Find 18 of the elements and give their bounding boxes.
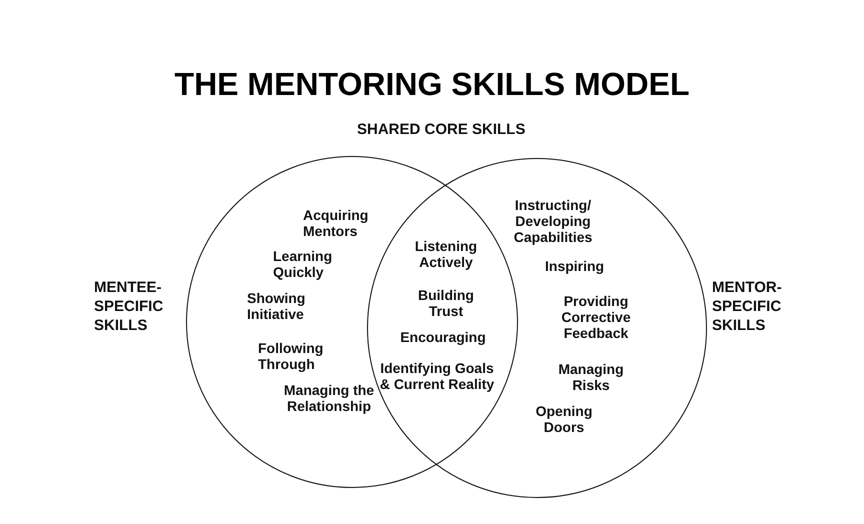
skill-text: Identifying Goals & Current Reality xyxy=(378,360,496,392)
section-heading: SHARED CORE SKILLS xyxy=(357,122,526,138)
skill-text: Inspiring xyxy=(545,258,606,274)
skill-text: Following Through xyxy=(258,340,324,372)
skill-text: Managing the Relationship xyxy=(282,382,376,414)
skill-text: Providing Corrective Feedback xyxy=(560,293,632,341)
skill-text: Opening Doors xyxy=(534,403,594,435)
skill-text: Learning Quickly xyxy=(273,248,334,280)
skill-text: Acquiring Mentors xyxy=(303,207,370,239)
skill-text: Showing Initiative xyxy=(247,290,306,322)
skill-text: Instructing/ Developing Capabilities xyxy=(512,197,594,245)
skill-text: Building Trust xyxy=(417,287,475,319)
diagram-title: THE MENTORING SKILLS MODEL xyxy=(174,66,690,103)
skill-text: Listening Actively xyxy=(414,238,478,270)
skill-text: Managing Risks xyxy=(557,361,625,393)
group-heading: MENTEE-SPECIFIC SKILLS xyxy=(94,278,164,335)
skill-text: Encouraging xyxy=(399,329,487,345)
group-heading: MENTOR-SPECIFIC SKILLS xyxy=(712,278,783,335)
